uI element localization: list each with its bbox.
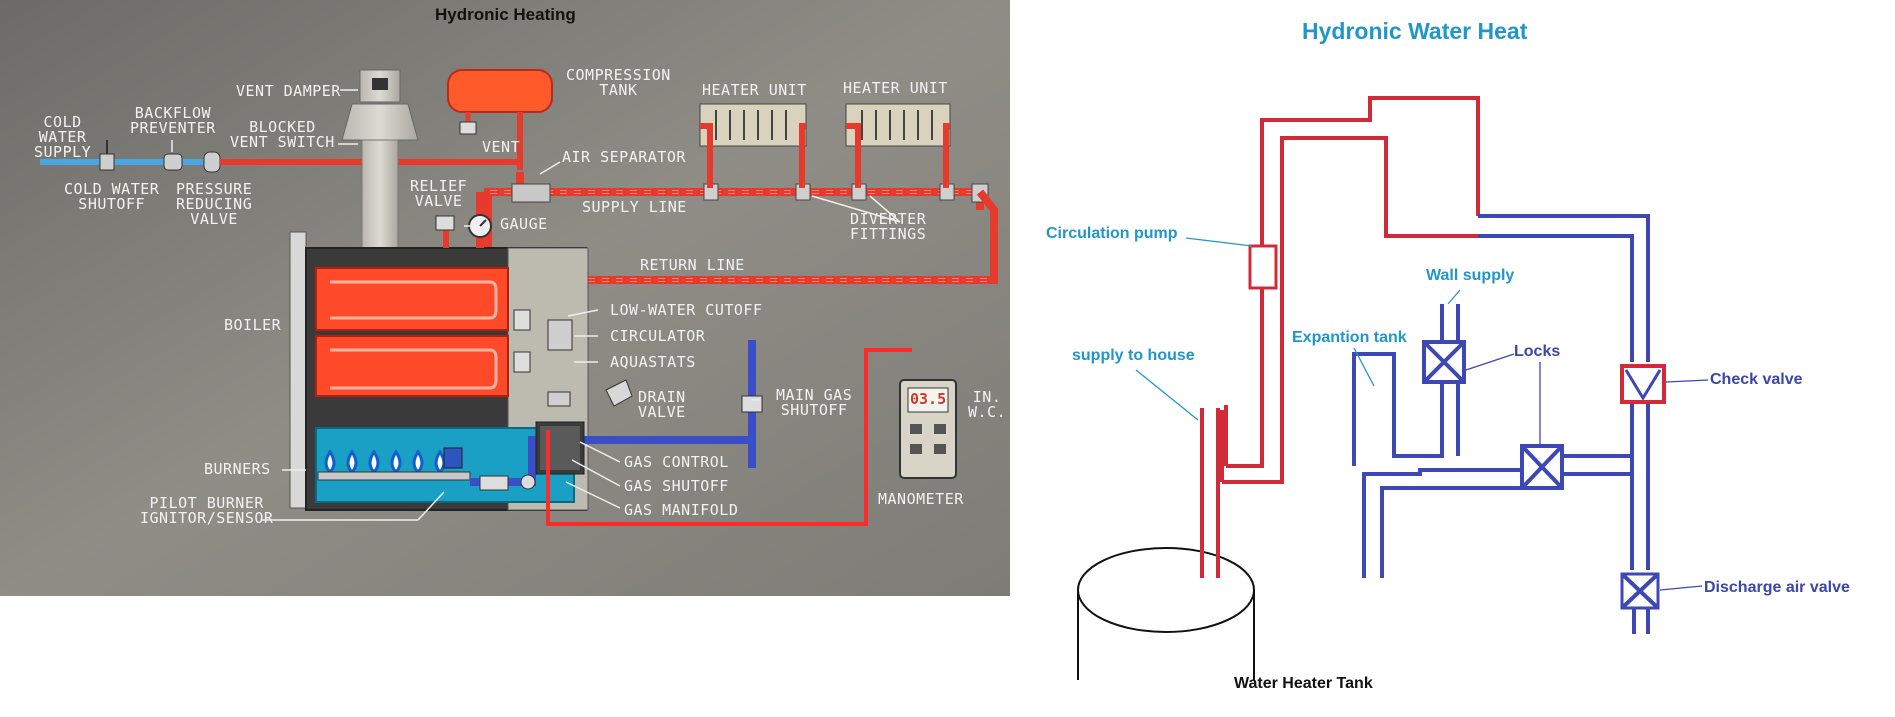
label-heater-unit-1: HEATER UNIT — [702, 81, 807, 99]
label-expantion-tank: Expantion tank — [1292, 329, 1407, 346]
label-vent: VENT — [482, 138, 521, 156]
right-diagram — [1077, 547, 1255, 680]
right-blue-leaders — [1465, 353, 1709, 591]
manometer-hose — [546, 348, 912, 526]
left-title: Hydronic Heating — [435, 5, 576, 24]
label-pilot-burner: PILOT BURNER IGNITOR/SENSOR — [140, 494, 274, 527]
label-cold-water-shutoff: COLD WATER SHUTOFF — [64, 180, 160, 213]
label-cold-water-supply: COLD WATER SUPPLY — [34, 113, 92, 161]
label-heater-unit-2: HEATER UNIT — [843, 79, 948, 97]
label-wall-supply: Wall supply — [1426, 267, 1515, 284]
label-manometer: MANOMETER — [878, 490, 964, 508]
label-compression-tank: COMPRESSION TANK — [566, 66, 671, 99]
label-relief-valve: RELIEF VALVE — [410, 177, 468, 210]
check-valve — [1620, 364, 1666, 404]
label-circulation-pump: Circulation pump — [1046, 225, 1178, 242]
label-locks: Locks — [1514, 343, 1561, 360]
label-gauge: GAUGE — [500, 215, 548, 233]
supply-line-pipe — [484, 172, 989, 262]
label-pressure-reducing-valve: PRESSURE REDUCING VALVE — [176, 180, 253, 228]
label-aquastats: AQUASTATS — [610, 353, 696, 371]
right-leader-lines — [1135, 237, 1461, 421]
left-leader-lines — [171, 89, 901, 521]
label-gas-control: GAS CONTROL — [624, 453, 729, 471]
label-burners: BURNERS — [204, 460, 271, 478]
label-boiler: BOILER — [224, 316, 282, 334]
label-manometer-unit: IN. W.C. — [968, 388, 1007, 421]
label-blocked-vent-switch: BLOCKED VENT SWITCH — [230, 118, 335, 151]
manometer-reading: 03.5 — [910, 390, 947, 408]
label-gas-shutoff: GAS SHUTOFF — [624, 477, 729, 495]
cold-water-line — [40, 140, 221, 173]
label-drain-valve: DRAIN VALVE — [638, 388, 686, 421]
label-check-valve: Check valve — [1710, 371, 1803, 388]
heater-unit-1 — [699, 103, 807, 188]
right-blue-pipes — [1352, 214, 1660, 634]
heater-unit-2 — [845, 103, 951, 188]
vent-flue — [341, 69, 419, 257]
label-backflow-preventer: BACKFLOW PREVENTER — [130, 104, 216, 137]
right-title: Hydronic Water Heat — [1302, 18, 1528, 44]
compression-tank — [447, 69, 553, 170]
label-return-line: RETURN LINE — [640, 256, 745, 274]
label-supply-line: SUPPLY LINE — [582, 198, 687, 216]
right-red-pipes — [1200, 96, 1480, 578]
label-vent-damper: VENT DAMPER — [236, 82, 341, 100]
label-circulator: CIRCULATOR — [610, 327, 706, 345]
label-gas-manifold: GAS MANIFOLD — [624, 501, 739, 519]
label-supply-to-house: supply to house — [1072, 347, 1195, 364]
label-diverter-fittings: DIVERTER FITTINGS — [850, 210, 927, 243]
label-low-water-cutoff: LOW-WATER CUTOFF — [610, 301, 763, 319]
manometer-device — [899, 379, 957, 479]
label-water-heater-tank: Water Heater Tank — [1234, 675, 1373, 692]
label-air-separator: AIR SEPARATOR — [562, 148, 686, 166]
label-discharge-air-valve: Discharge air valve — [1704, 579, 1850, 596]
label-main-gas-shutoff: MAIN GAS SHUTOFF — [776, 386, 853, 419]
